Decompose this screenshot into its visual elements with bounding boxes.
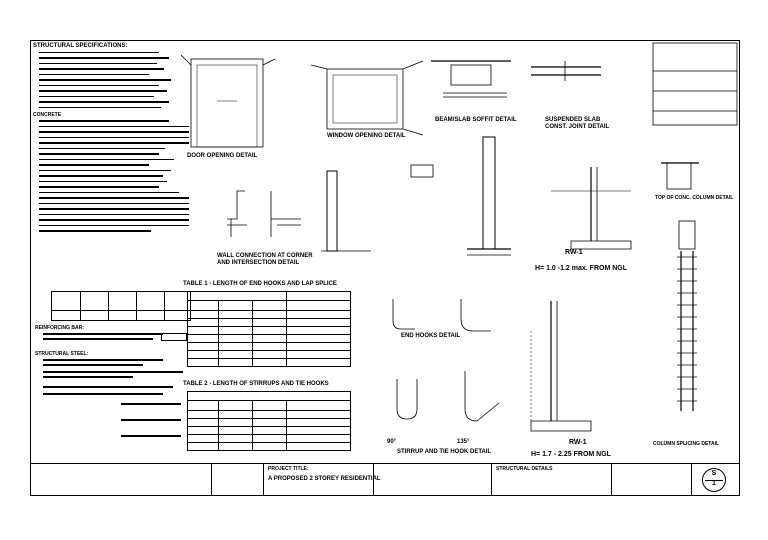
- table1-title: TABLE 1 - LENGTH OF END HOOKS AND LAP SP…: [183, 281, 337, 287]
- sheet-contents: STRUCTURAL DETAILS: [496, 466, 553, 472]
- sheet-number: S: [711, 470, 717, 477]
- specs-heading: STRUCTURAL SPECIFICATIONS:: [33, 43, 128, 49]
- spec-table: [51, 291, 191, 321]
- project-value: A PROPOSED 2 STOREY RESIDENTIAL: [268, 476, 381, 482]
- rw1-bottom-title: RW-1: [569, 439, 587, 446]
- suspended-slab-title: SUSPENDED SLAB CONST. JOINT DETAIL: [545, 117, 610, 130]
- door-opening-title: DOOR OPENING DETAIL: [187, 153, 258, 159]
- end-hooks-title: END HOOKS DETAIL: [401, 333, 461, 339]
- table2: [187, 391, 351, 451]
- angle-90-left: 90°: [387, 439, 397, 445]
- table1: [187, 291, 351, 367]
- rw1-top-height: H= 1.0 -1.2 max. FROM NGL: [535, 265, 627, 272]
- angle-135-right: 135°: [457, 439, 470, 445]
- sheet-number-circle: S 1: [702, 468, 726, 492]
- wall-connection-title: WALL CONNECTION AT CORNER AND INTERSECTI…: [217, 253, 313, 266]
- rw1-top-title: RW-1: [565, 249, 583, 256]
- top-column-title: TOP OF CONC. COLUMN DETAIL: [655, 195, 734, 201]
- table2-title: TABLE 2 - LENGTH OF STIRRUPS AND TIE HOO…: [183, 381, 329, 387]
- structural-specifications: STRUCTURAL SPECIFICATIONS: CONCRETE: [33, 43, 201, 233]
- sheet-index: 1: [712, 480, 716, 487]
- drawing-sheet: STRUCTURAL SPECIFICATIONS: CONCRETE: [30, 40, 740, 496]
- project-label: PROJECT TITLE:: [268, 466, 309, 472]
- window-opening-title: WINDOW OPENING DETAIL: [327, 133, 406, 139]
- reinforcing-heading: REINFORCING BAR:: [35, 325, 84, 331]
- drawing-linework: [180, 42, 738, 432]
- structural-steel-heading: STRUCTURAL STEEL:: [35, 351, 89, 357]
- stirrup-tie-title: STIRRUP AND TIE HOOK DETAIL: [397, 449, 492, 455]
- title-block: PROJECT TITLE: A PROPOSED 2 STOREY RESID…: [31, 463, 739, 496]
- beam-slab-soffit-title: BEAM/SLAB SOFFIT DETAIL: [435, 117, 517, 123]
- concrete-heading: CONCRETE: [33, 111, 62, 118]
- column-splicing-title: COLUMN SPLICING DETAIL: [653, 441, 720, 447]
- rw1-bottom-height: H= 1.7 - 2.25 FROM NGL: [531, 451, 611, 458]
